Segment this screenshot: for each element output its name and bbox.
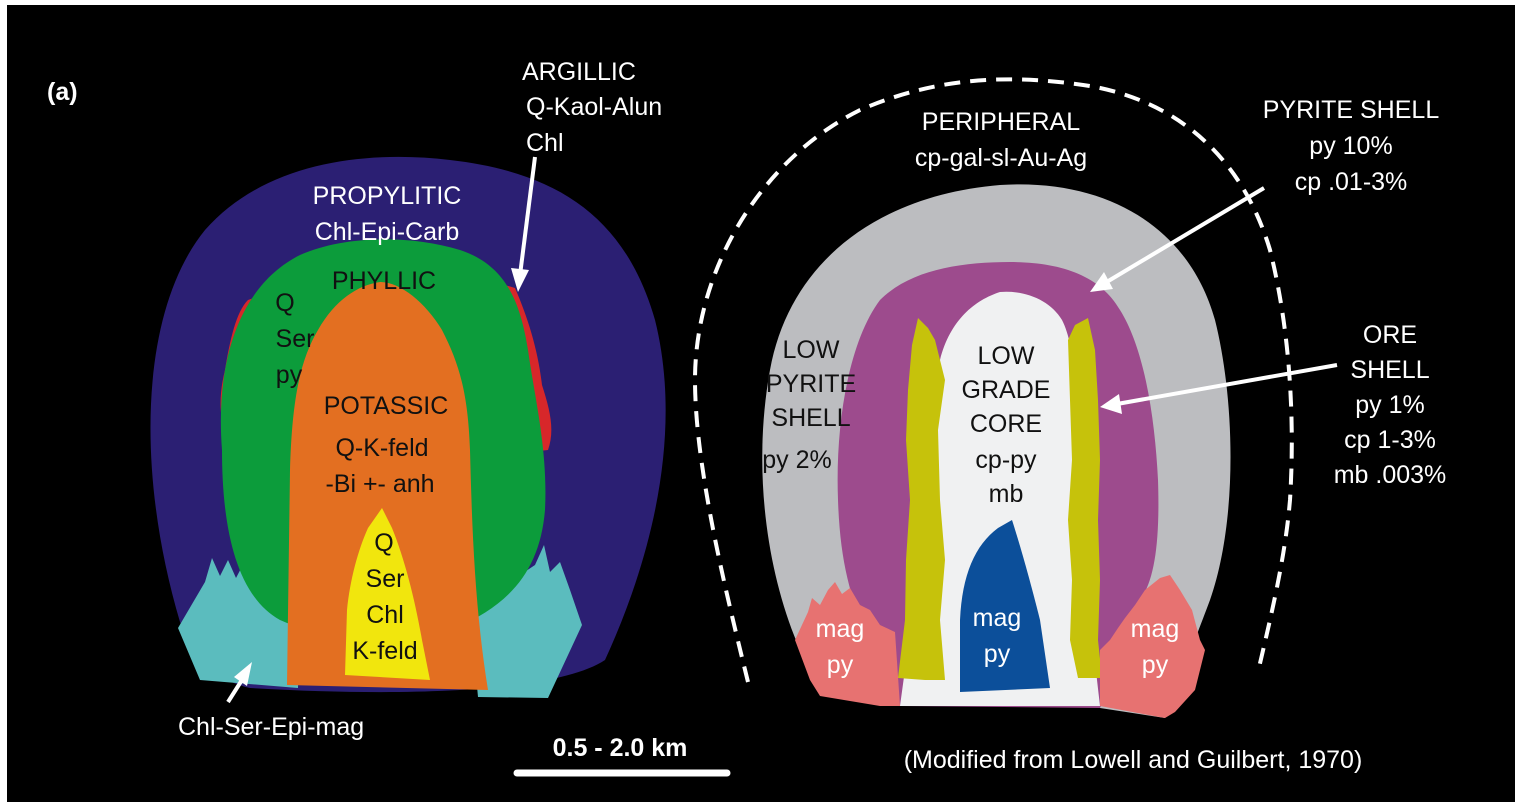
pyrite-shell-py: py 10%: [1309, 132, 1392, 160]
propylitic-title: PROPYLITIC: [313, 182, 462, 210]
scale-bar-label: 0.5 - 2.0 km: [553, 734, 688, 762]
ore-shell-left-zone: [898, 318, 945, 680]
argillic-minerals-2: Chl: [526, 129, 564, 157]
chl-ser-epi-mag-label: Chl-Ser-Epi-mag: [178, 713, 364, 741]
source-citation: (Modified from Lowell and Guilbert, 1970…: [904, 746, 1363, 774]
mag-py-right-py: py: [1142, 651, 1169, 679]
ore-shell-cp: cp 1-3%: [1344, 426, 1436, 454]
mag-core-mag: mag: [973, 604, 1022, 632]
low-grade-core-line5: mb: [989, 480, 1024, 508]
ore-shell-line2: SHELL: [1350, 356, 1429, 384]
core-chl: Chl: [366, 601, 404, 629]
pyrite-shell-arrow-head: [1090, 272, 1113, 292]
phyllic-title: PHYLLIC: [332, 267, 436, 295]
mag-core-py: py: [984, 640, 1011, 668]
low-pyrite-shell-line3: SHELL: [771, 404, 850, 432]
argillic-label-arrow-head: [511, 268, 529, 292]
pyrite-shell-cp: cp .01-3%: [1295, 168, 1408, 196]
mag-py-left-py: py: [827, 651, 854, 679]
low-grade-core-zone: [900, 291, 1100, 706]
mag-py-left-mag: mag: [816, 615, 865, 643]
panel-label: (a): [47, 78, 78, 106]
argillic-minerals: Q-Kaol-Alun: [526, 93, 662, 121]
ore-shell-arrow: [1116, 363, 1338, 406]
low-pyrite-shell-line1: LOW: [783, 336, 840, 364]
potassic-zone: [287, 282, 488, 690]
ore-shell-line1: ORE: [1363, 321, 1417, 349]
peripheral-minerals: cp-gal-sl-Au-Ag: [915, 144, 1087, 172]
mag-core-zone: [960, 520, 1050, 692]
mag-py-right-zone: [1100, 575, 1205, 718]
ore-shell-py: py 1%: [1355, 391, 1424, 419]
propylitic-minerals: Chl-Epi-Carb: [315, 218, 459, 246]
pyrite-shell-title: PYRITE SHELL: [1263, 96, 1440, 124]
low-grade-core-line1: LOW: [978, 342, 1035, 370]
mag-py-left-zone: [795, 582, 900, 706]
ore-shell-right-zone: [1068, 318, 1102, 678]
phyllic-minerals-py: py: [276, 361, 303, 389]
ore-shell-arrow-head: [1100, 394, 1122, 414]
low-pyrite-shell-py: py 2%: [762, 446, 831, 474]
potassic-title: POTASSIC: [324, 392, 449, 420]
core-ser: Ser: [366, 565, 405, 593]
chl-ser-epi-mag-right-zone: [470, 545, 582, 698]
q-ser-core-zone: [345, 508, 430, 680]
argillic-title: ARGILLIC: [522, 58, 636, 86]
argillic-label-arrow: [518, 156, 537, 276]
core-q: Q: [374, 529, 393, 557]
pyrite-shell-arrow: [1103, 186, 1266, 285]
potassic-minerals: Q-K-feld: [335, 434, 428, 462]
core-kfeld: K-feld: [352, 637, 417, 665]
potassic-minerals-2: -Bi +- anh: [325, 470, 434, 498]
low-grade-core-line3: CORE: [970, 410, 1042, 438]
low-grade-core-line4: cp-py: [975, 446, 1037, 474]
phyllic-minerals-q: Q: [275, 289, 294, 317]
phyllic-minerals-ser: Ser: [276, 325, 315, 353]
chl-label-arrow-head: [234, 662, 252, 686]
peripheral-title: PERIPHERAL: [922, 108, 1080, 136]
low-pyrite-shell-line2: PYRITE: [766, 370, 856, 398]
low-grade-core-line2: GRADE: [962, 376, 1051, 404]
mag-py-right-mag: mag: [1131, 615, 1180, 643]
ore-shell-mb: mb .003%: [1334, 461, 1447, 489]
peripheral-dashed-boundary: [692, 77, 1294, 683]
